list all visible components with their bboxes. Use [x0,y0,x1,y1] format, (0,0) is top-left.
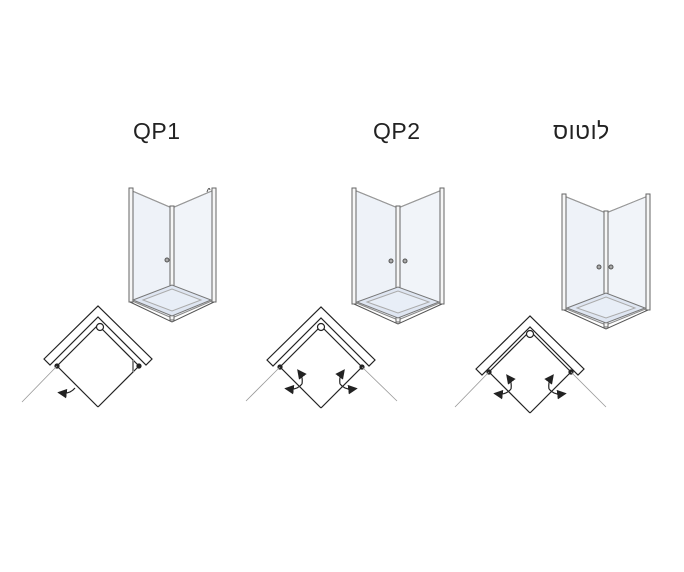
model-title-qp1: QP1 [133,118,181,144]
lotus-enclosure-3d [561,193,651,330]
model-title-lotus: לוטוס [553,118,610,144]
qp1-enclosure-3d [128,187,217,323]
qp2-enclosure-3d [351,187,445,325]
lotus-plan-view [454,315,607,414]
qp2-plan-view [245,306,398,409]
qp1-plan-view [21,305,153,408]
model-title-qp2: QP2 [373,118,421,144]
